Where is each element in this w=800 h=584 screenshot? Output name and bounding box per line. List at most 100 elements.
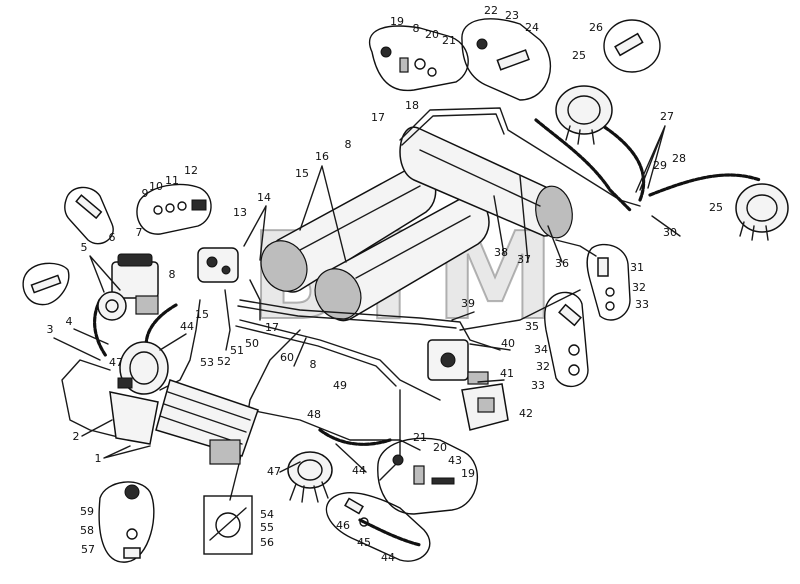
- callout-38: 38: [494, 246, 508, 259]
- callout-44: 44: [381, 551, 395, 564]
- callout-22: 22: [484, 4, 498, 17]
- callout-20: 20: [433, 441, 447, 454]
- detail-oval-9-12: [136, 183, 212, 235]
- callout-19: 19: [390, 15, 404, 28]
- trailer-control-valve: [461, 383, 509, 431]
- callout-17: 17: [371, 111, 385, 124]
- callout-18: 18: [405, 99, 419, 112]
- trailer-brake-chamber-right: [735, 183, 789, 241]
- callout-8: 8: [345, 138, 352, 151]
- callout-58: 58: [80, 524, 94, 537]
- callout-13: 13: [233, 206, 247, 219]
- callout-57: 57: [81, 543, 95, 556]
- leader-lines: [53, 125, 681, 473]
- callout-25: 25: [572, 49, 586, 62]
- callout-53: 53: [200, 356, 214, 369]
- detail-oval-fittings-19-21: [368, 25, 469, 92]
- callout-10: 10: [149, 180, 163, 193]
- callout-26: 26: [589, 21, 603, 34]
- callout-45: 45: [357, 536, 371, 549]
- callout-21: 21: [413, 431, 427, 444]
- callout-48: 48: [307, 408, 321, 421]
- callout-8: 8: [169, 268, 176, 281]
- callout-14: 14: [257, 191, 271, 204]
- callout-44: 44: [180, 320, 194, 333]
- callout-11: 11: [165, 174, 179, 187]
- detail-oval-6: [64, 186, 114, 245]
- callout-56: 56: [260, 536, 274, 549]
- callout-24: 24: [525, 21, 539, 34]
- callout-27: 27: [660, 110, 674, 123]
- detail-oval-57-59: [98, 481, 155, 563]
- callout-12: 12: [184, 164, 198, 177]
- detail-oval-32-35: [543, 291, 589, 388]
- callout-40: 40: [501, 337, 515, 350]
- callout-39: 39: [461, 297, 475, 310]
- callout-5: 5: [81, 241, 88, 254]
- air-tank-left: [260, 166, 437, 293]
- detail-oval-3: [22, 262, 70, 306]
- callout-54: 54: [260, 508, 274, 521]
- callout-9: 9: [142, 187, 149, 200]
- callout-46: 46: [336, 519, 350, 532]
- callout-8: 8: [310, 358, 317, 371]
- callout-41: 41: [500, 367, 514, 380]
- callout-42: 42: [519, 407, 533, 420]
- callout-33: 33: [635, 298, 649, 311]
- callout-23: 23: [505, 9, 519, 22]
- callout-28: 28: [672, 152, 686, 165]
- detail-oval-coupling-22-24: [461, 18, 551, 101]
- air-tank-middle: [314, 196, 490, 322]
- callout-33: 33: [531, 379, 545, 392]
- callout-36: 36: [555, 257, 569, 270]
- callout-15: 15: [295, 167, 309, 180]
- callout-16: 16: [315, 150, 329, 163]
- callout-47: 47: [109, 356, 123, 369]
- flexible-hoses: [93, 118, 762, 547]
- callout-17: 17: [265, 321, 279, 334]
- callout-51: 51: [230, 344, 244, 357]
- callout-15: 15: [195, 308, 209, 321]
- detail-oval-44-46: [325, 492, 431, 562]
- callout-25: 25: [709, 201, 723, 214]
- callout-50: 50: [245, 337, 259, 350]
- callout-19: 19: [461, 467, 475, 480]
- callout-20: 20: [425, 28, 439, 41]
- callout-30: 30: [663, 226, 677, 239]
- callout-60: 60: [280, 351, 294, 364]
- callout-1: 1: [95, 452, 102, 465]
- callout-8: 8: [413, 22, 420, 35]
- callout-32: 32: [632, 281, 646, 294]
- callout-7: 7: [136, 226, 143, 239]
- callout-21: 21: [442, 34, 456, 47]
- callout-4: 4: [66, 315, 73, 328]
- detail-box-54-56: [203, 495, 253, 555]
- detail-oval-31-33: [586, 243, 631, 321]
- air-compressor: [97, 253, 159, 321]
- callout-34: 34: [534, 343, 548, 356]
- callout-6: 6: [109, 231, 116, 244]
- callout-2: 2: [73, 430, 80, 443]
- callout-49: 49: [333, 379, 347, 392]
- callout-47: 47: [267, 465, 281, 478]
- callout-37: 37: [517, 253, 531, 266]
- callout-35: 35: [525, 320, 539, 333]
- callout-43: 43: [448, 454, 462, 467]
- callout-29: 29: [653, 159, 667, 172]
- callout-44: 44: [352, 464, 366, 477]
- trailer-brake-chamber-top: [555, 85, 613, 145]
- brake-chamber-rear: [287, 451, 333, 503]
- callout-55: 55: [260, 521, 274, 534]
- callout-3: 3: [47, 323, 54, 336]
- callout-32: 32: [536, 360, 550, 373]
- callout-52: 52: [217, 355, 231, 368]
- frame-radiator: [109, 379, 259, 465]
- brake-valve: [427, 339, 489, 385]
- callout-31: 31: [630, 261, 644, 274]
- detail-oval-26: [603, 19, 661, 73]
- callout-59: 59: [80, 505, 94, 518]
- pressure-regulator: [197, 247, 239, 283]
- brake-chamber-front: [117, 341, 169, 395]
